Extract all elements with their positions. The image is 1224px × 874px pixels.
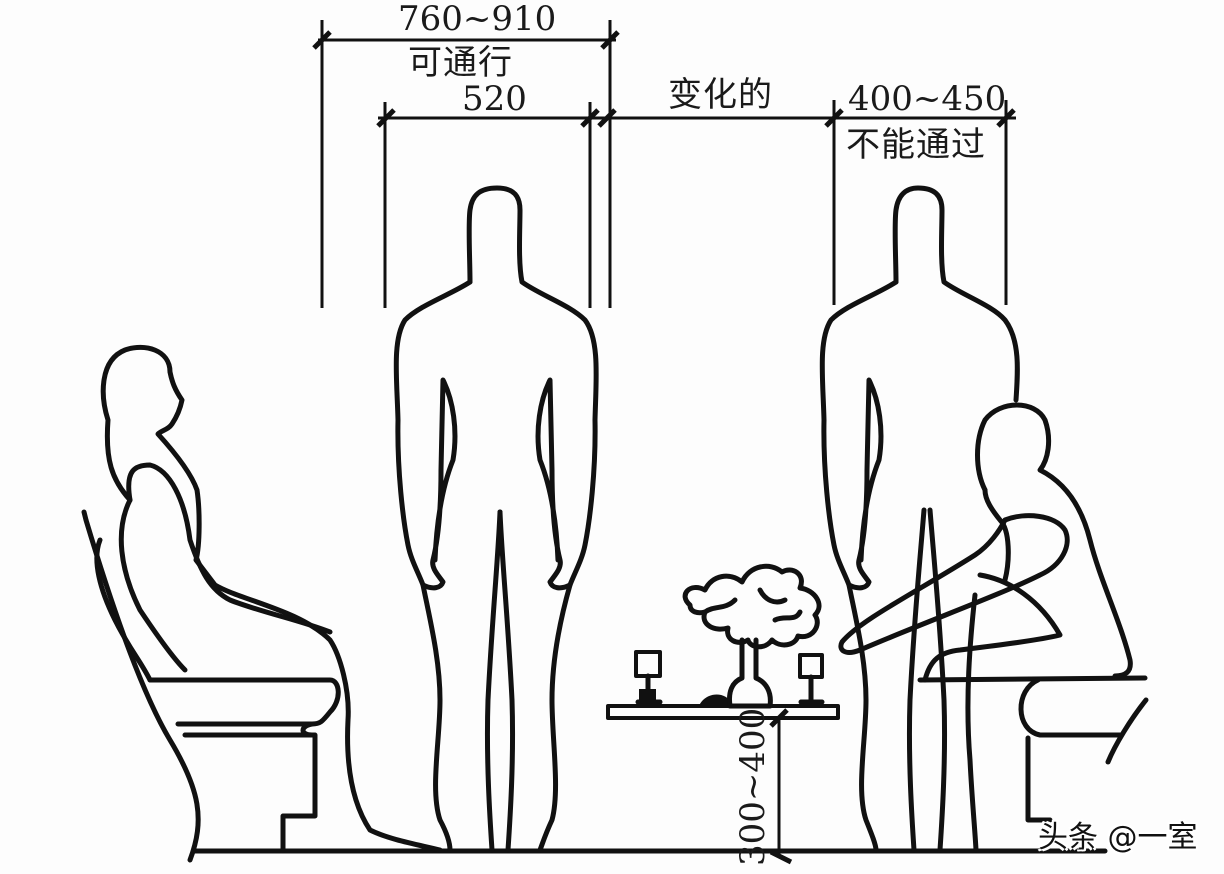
figure-standing-left	[393, 185, 599, 853]
flower-vase	[682, 563, 822, 709]
dim-narrow-gap-note: 不能通过	[846, 125, 986, 165]
figure-seated-right	[838, 402, 1148, 683]
watermark: 头条 @一室	[1038, 820, 1198, 855]
figure-seated-left	[100, 344, 443, 853]
cup-right	[798, 653, 825, 705]
dim-body-width-value: 520	[462, 79, 527, 119]
dim-narrow-gap-value: 400~450	[848, 79, 1007, 119]
dimension-body-width	[376, 102, 1016, 308]
armchair-right	[1018, 677, 1149, 823]
dimension-narrow-gap	[824, 100, 1016, 305]
dim-walkway-note: 可通行	[408, 43, 513, 83]
dimension-table-height	[769, 708, 793, 865]
dim-table-height-value: 300~400	[733, 707, 773, 866]
armchair-left	[81, 509, 341, 863]
cup-left	[634, 650, 663, 705]
dimension-walkway-total	[312, 20, 620, 308]
dim-walkway-value: 760~910	[398, 0, 557, 39]
dim-variable-gap-note: 变化的	[668, 75, 773, 115]
figure-standing-right	[819, 185, 1020, 853]
